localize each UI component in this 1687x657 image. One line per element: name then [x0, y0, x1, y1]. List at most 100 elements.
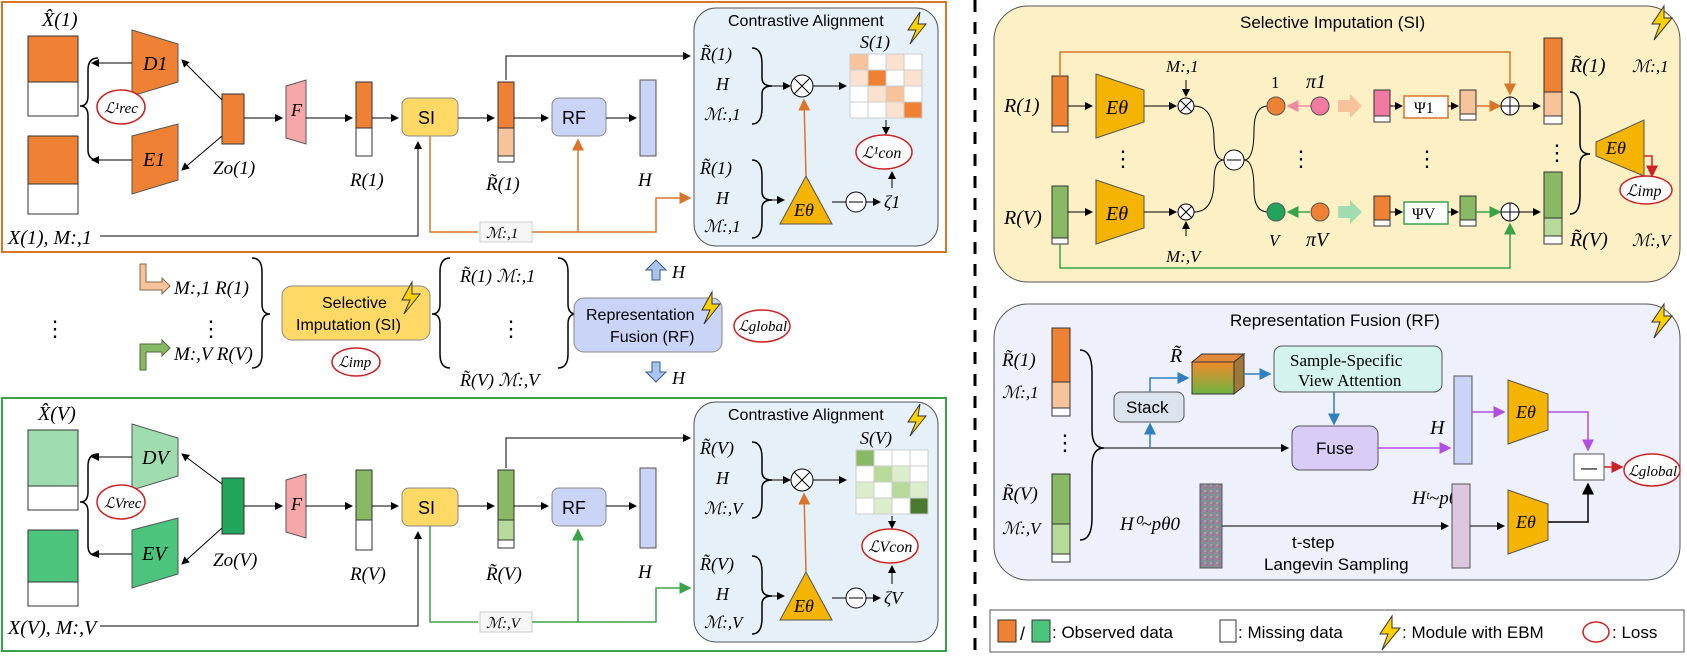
middle-brace-3: [557, 257, 577, 369]
etheta-ca-bot: [779, 570, 833, 621]
si-pi1-node: [1310, 96, 1330, 116]
loss-con-bot-label: ℒVcon: [868, 539, 912, 556]
x-input-missing-bar: [27, 183, 79, 215]
arrow-e-times: [798, 98, 811, 177]
times-op-bot-cross: [793, 471, 811, 489]
si-label-top: SI: [418, 108, 435, 128]
rf-rt1-bar-obs: [1051, 327, 1071, 383]
decoder-dv: [131, 423, 179, 491]
x-hat-observed-bar: [27, 35, 79, 83]
h-down-label: H: [671, 368, 686, 388]
si-psi1-out-miss: [1459, 113, 1477, 121]
middle-m1: M:,1 R(1): [173, 278, 249, 299]
rf-rt1-bar-imp: [1051, 381, 1071, 409]
rf-ht: Hᵗ~pθt: [1411, 488, 1464, 509]
rf-r-tilde: R̃: [1169, 344, 1182, 367]
rf-etheta-bot-label: Eθ: [1515, 512, 1536, 532]
si-dots-mid-1: ⋮: [1290, 146, 1312, 171]
rtilde-bar-top-imp: [497, 127, 515, 157]
legend-missing-swatch: [1219, 619, 1237, 643]
etheta-ca-bot-label: Eθ: [793, 596, 814, 616]
si-piv-out-miss: [1373, 219, 1391, 227]
rf-dots: ⋮: [1054, 430, 1076, 455]
xv-hat-observed-bar: [27, 429, 79, 487]
arrow-zv-ev: [181, 527, 223, 565]
si-times-1-cross: [1179, 99, 1193, 113]
rf-stack-box: [1113, 391, 1185, 423]
ev-label: EV: [141, 543, 169, 565]
mask-to-ca-bot: [578, 582, 692, 623]
rf-h0: H⁰~pθ0: [1119, 514, 1180, 535]
arrow-rtilde-ca-v: [505, 434, 691, 468]
rf-attention-box: [1273, 345, 1443, 393]
ebm-bolt-ca-bot: [907, 403, 928, 437]
similarity-matrix-top: [849, 53, 923, 119]
middle-dots-3: ⋮: [500, 316, 522, 341]
si-bypass-orange: [1059, 51, 1516, 96]
mask-label-top: ℳ:,1: [486, 226, 518, 242]
rf-box-line2: Fusion (RF): [610, 329, 694, 346]
ca-top-h: H: [715, 74, 730, 94]
ebm-bolt-si-panel: [1651, 4, 1674, 41]
rf-stack-label: Stack: [1126, 398, 1169, 417]
rtilde-bar-top-obs: [497, 81, 515, 129]
rf-h: H: [1429, 417, 1446, 439]
rf-panel-title: Representation Fusion (RF): [1230, 311, 1440, 330]
rtilde-label-top: R̃(1): [485, 174, 520, 195]
si-bypass-green: [1059, 222, 1516, 269]
si-psiv-box: [1403, 201, 1449, 225]
rf-minus-box: [1573, 453, 1605, 481]
mask-to-rf-bot: [532, 528, 584, 623]
si-r1: R(1): [1003, 95, 1040, 117]
rec-brace: [79, 57, 99, 161]
middle-brace-2: [431, 257, 451, 369]
x-hat-label: X̂(1): [41, 8, 78, 31]
rf-fuse-label: Fuse: [1316, 439, 1354, 458]
si-rt1-bar-mask: [1543, 115, 1563, 125]
rtilde-v-imp: [497, 519, 515, 541]
middle-brace-1: [251, 257, 271, 369]
arrow-e-times-v: [798, 492, 811, 573]
si-etheta-v: [1095, 179, 1145, 245]
si-loss-imp: [1619, 175, 1673, 205]
si-dots-left: ⋮: [1112, 146, 1134, 171]
ca-bot-top-h: H: [715, 468, 730, 488]
legend: / : Observed data : Missing data : Modul…: [989, 609, 1685, 653]
xv-input-missing-bar: [27, 581, 79, 607]
si-mm1: ℳ:,1: [1632, 57, 1669, 76]
ca-bot-r: R̃(1): [699, 158, 732, 179]
f-label-top: F: [290, 100, 303, 120]
zeta-bot: ζV: [884, 588, 904, 608]
si-psiv-out-bar: [1459, 195, 1477, 221]
rec-brace-v: [79, 453, 99, 557]
rf-box-line1: Representation: [586, 307, 695, 324]
si-etheta-v-label: Eθ: [1105, 203, 1128, 225]
rf-rtv: R̃(V): [1001, 484, 1038, 505]
rf-loss-global: [1623, 453, 1681, 487]
si-detail-panel: Selective Imputation (SI) R(1) R(V) ⋮ Eθ…: [993, 4, 1681, 283]
si-mv: M:,V: [1165, 247, 1203, 266]
si-rt1-bar-obs: [1543, 37, 1563, 93]
rf-langevin-line2: Langevin Sampling: [1264, 555, 1409, 574]
s-label-bot: S(V): [860, 428, 892, 449]
si-r1-bar-miss: [1051, 125, 1069, 133]
legend-ebm: : Module with EBM: [1402, 623, 1544, 642]
rf-etheta-bot: [1507, 489, 1549, 555]
mask-label-bot: ℳ:,V: [486, 616, 522, 632]
ca-bot-top-r: R̃(V): [699, 438, 734, 459]
si-piv-node: [1310, 202, 1330, 222]
loss-rec-bot: [96, 484, 146, 520]
z-label-top: Zo(1): [213, 158, 255, 179]
h-down-arrow: [644, 361, 668, 383]
legend-slash: /: [1020, 624, 1025, 644]
input-label-bot: X(V), M:,V: [7, 617, 99, 639]
si-pi1-out-bar: [1373, 89, 1391, 117]
mask-path-bot: [429, 526, 478, 623]
rf-box-bot: [551, 487, 607, 527]
si-block-arrow-v: [1338, 200, 1362, 224]
si-psi1: Ψ1: [1414, 100, 1434, 117]
si-psi1-out-bar: [1459, 89, 1477, 115]
etheta-ca-top: [779, 174, 833, 225]
rf-rtv-bar-mask: [1051, 553, 1071, 563]
rf-label-bot: RF: [562, 498, 586, 518]
